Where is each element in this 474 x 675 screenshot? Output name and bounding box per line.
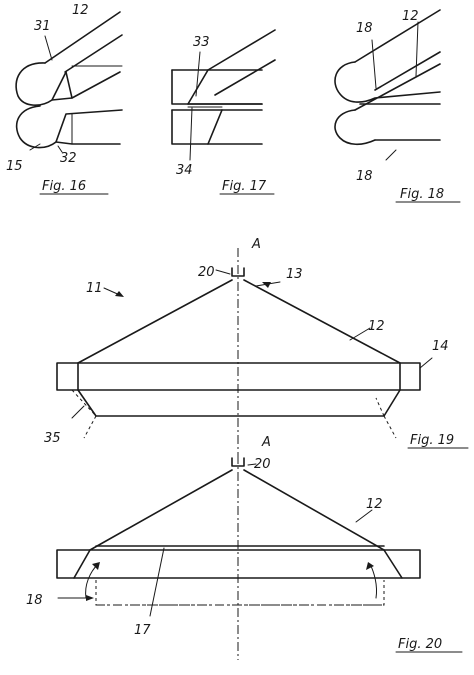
ref-13: 13 xyxy=(286,267,303,282)
figure-18-caption: Fig. 18 xyxy=(400,187,444,202)
figure-20-caption: Fig. 20 xyxy=(398,637,442,652)
figure-20: 20 12 18 17 Fig. 20 xyxy=(26,455,463,660)
ref-18-bottom: 18 xyxy=(356,169,373,184)
ref-18: 18 xyxy=(26,593,43,608)
ref-31: 31 xyxy=(34,19,51,34)
ref-20: 20 xyxy=(254,457,271,472)
ref-33: 33 xyxy=(193,35,210,50)
ref-12: 12 xyxy=(72,3,89,18)
ref-12: 12 xyxy=(366,497,383,512)
ref-A-top: A xyxy=(251,237,261,252)
figure-16-caption: Fig. 16 xyxy=(42,179,86,194)
ref-15: 15 xyxy=(6,159,23,174)
ref-34: 34 xyxy=(176,163,193,178)
ref-14: 14 xyxy=(432,339,449,354)
figure-19: A 20 13 11 12 14 35 A Fig. 19 xyxy=(44,237,469,455)
figure-17-caption: Fig. 17 xyxy=(222,179,267,194)
ref-11: 11 xyxy=(86,281,103,296)
ref-12: 12 xyxy=(402,9,419,24)
figure-17: 33 34 Fig. 17 xyxy=(171,29,276,195)
ref-32: 32 xyxy=(60,151,77,166)
ref-A-bottom: A xyxy=(261,435,271,450)
figure-18: 18 12 18 Fig. 18 xyxy=(334,9,461,203)
ref-35: 35 xyxy=(44,431,61,446)
ref-12: 12 xyxy=(368,319,385,334)
ref-18-top: 18 xyxy=(356,21,373,36)
figure-19-caption: Fig. 19 xyxy=(410,433,454,448)
figure-16: 31 12 15 32 Fig. 16 xyxy=(6,3,123,195)
ref-17: 17 xyxy=(134,623,151,638)
ref-20: 20 xyxy=(198,265,215,280)
